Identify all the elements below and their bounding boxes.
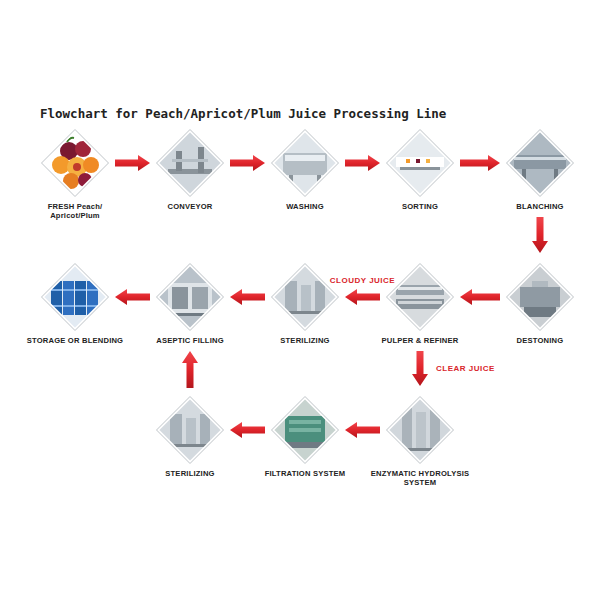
flow-arrow bbox=[230, 155, 265, 171]
edge-label: CLEAR JUICE bbox=[434, 364, 497, 373]
process-node: FILTRATION SYSTEM bbox=[248, 396, 362, 478]
node-caption: FRESH Peach/ Apricot/Plum bbox=[40, 202, 110, 220]
process-node: WASHING bbox=[248, 129, 362, 211]
equipment-picture bbox=[41, 263, 109, 331]
process-node: FRESH Peach/ Apricot/Plum bbox=[38, 129, 112, 220]
process-node: CONVEYOR bbox=[133, 129, 247, 211]
flow-arrow bbox=[412, 351, 428, 386]
node-caption: STORAGE OR BLENDING bbox=[27, 336, 123, 345]
node-caption: BLANCHING bbox=[516, 202, 563, 211]
node-caption: STERILIZING bbox=[280, 336, 329, 345]
node-caption: PULPER & REFINER bbox=[381, 336, 458, 345]
flow-arrow bbox=[345, 289, 380, 305]
flow-arrow bbox=[345, 422, 380, 438]
node-caption: SORTING bbox=[402, 202, 438, 211]
process-node: BLANCHING bbox=[483, 129, 597, 211]
process-node: STORAGE OR BLENDING bbox=[18, 263, 132, 345]
node-caption: CONVEYOR bbox=[167, 202, 212, 211]
node-caption: FILTRATION SYSTEM bbox=[265, 469, 346, 478]
equipment-picture bbox=[41, 129, 109, 197]
equipment-picture bbox=[506, 263, 574, 331]
equipment-picture bbox=[156, 129, 224, 197]
flow-arrow bbox=[230, 289, 265, 305]
node-caption: DESTONING bbox=[517, 336, 564, 345]
equipment-picture bbox=[386, 396, 454, 464]
equipment-picture bbox=[386, 129, 454, 197]
process-node: STERILIZING bbox=[133, 396, 247, 478]
process-node: DESTONING bbox=[483, 263, 597, 345]
node-caption: STERILIZING bbox=[165, 469, 214, 478]
flow-arrow bbox=[532, 217, 548, 253]
equipment-picture bbox=[386, 263, 454, 331]
diagram-title: Flowchart for Peach/Apricot/Plum Juice P… bbox=[40, 106, 446, 121]
equipment-picture bbox=[156, 263, 224, 331]
process-node: SORTING bbox=[363, 129, 477, 211]
node-caption: WASHING bbox=[286, 202, 324, 211]
edge-label: CLOUDY JUICE bbox=[328, 276, 397, 285]
process-node: ASEPTIC FILLING bbox=[133, 263, 247, 345]
flow-arrow bbox=[345, 155, 380, 171]
flow-arrow bbox=[115, 289, 150, 305]
flow-arrow bbox=[460, 155, 500, 171]
equipment-picture bbox=[156, 396, 224, 464]
node-caption: ENZYMATIC HYDROLYSIS SYSTEM bbox=[364, 469, 476, 487]
process-node: ENZYMATIC HYDROLYSIS SYSTEM bbox=[362, 396, 478, 487]
flow-arrow bbox=[460, 289, 500, 305]
flow-arrow bbox=[115, 155, 150, 171]
equipment-picture bbox=[506, 129, 574, 197]
flow-arrow bbox=[182, 351, 198, 388]
flow-arrow bbox=[230, 422, 265, 438]
equipment-picture bbox=[271, 129, 339, 197]
equipment-picture bbox=[271, 263, 339, 331]
node-caption: ASEPTIC FILLING bbox=[156, 336, 224, 345]
equipment-picture bbox=[271, 396, 339, 464]
